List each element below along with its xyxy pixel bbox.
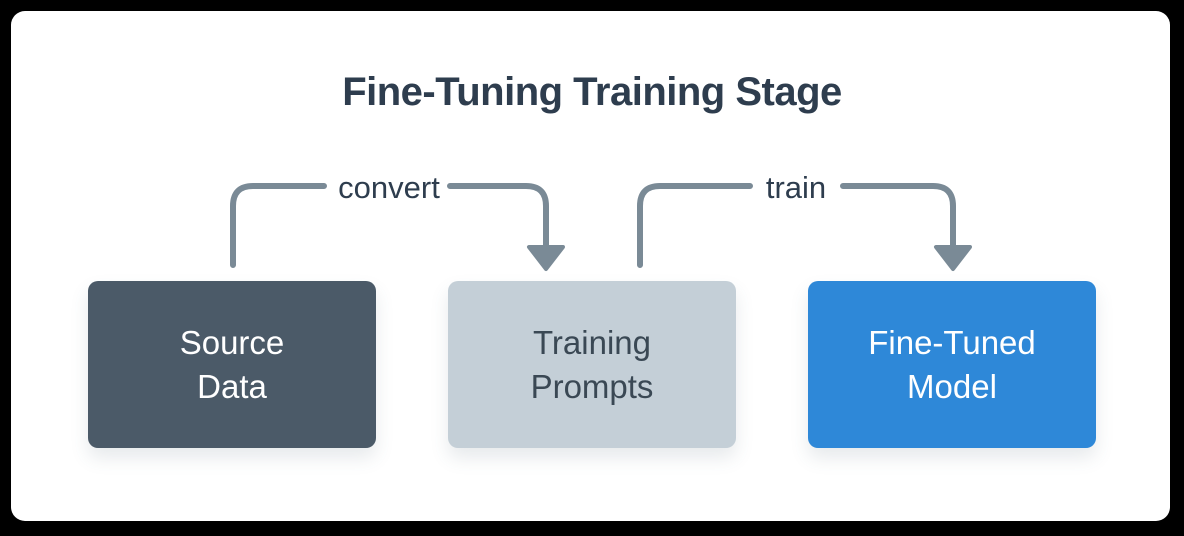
- node-label-line: Training: [533, 323, 651, 361]
- node-fine-tuned-model: Fine-Tuned Model: [808, 281, 1096, 448]
- node-label-line: Model: [907, 367, 997, 405]
- train-arrow-label: train: [765, 170, 827, 205]
- node-label-line: Prompts: [530, 367, 654, 405]
- node-label-line: Fine-Tuned: [868, 323, 1036, 361]
- convert-arrow-label: convert: [338, 170, 440, 205]
- diagram-title: Fine-Tuning Training Stage: [342, 70, 842, 114]
- node-training-prompts: Training Prompts: [448, 281, 736, 448]
- node-source-data: Source Data: [88, 281, 376, 448]
- node-label-line: Data: [197, 367, 267, 405]
- node-label-line: Source: [179, 323, 285, 361]
